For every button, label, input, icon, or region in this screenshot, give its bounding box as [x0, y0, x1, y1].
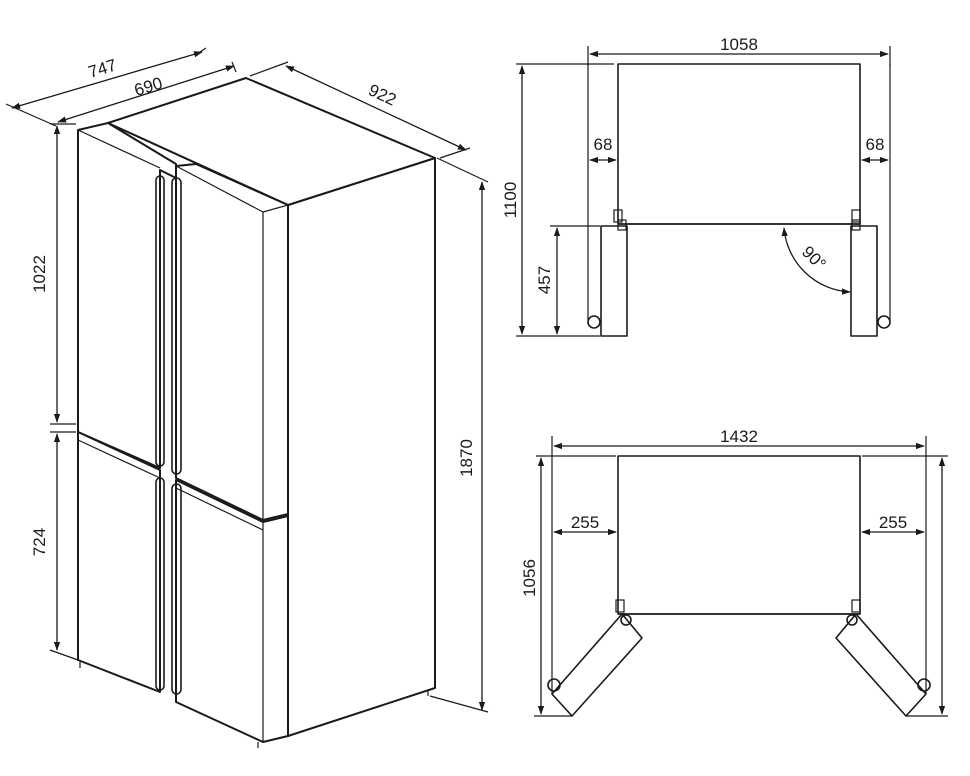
- fridge-side-panel: [287, 157, 436, 737]
- lower-right-door-handle: [171, 483, 182, 695]
- upper-left-door-handle: [155, 175, 165, 467]
- left-door-open: [551, 613, 643, 717]
- dimension-457: 457: [535, 225, 600, 335]
- dimension-255-left: 255: [553, 513, 617, 536]
- angle-90-indicator: 90°: [781, 227, 851, 295]
- right-handle-circle-90: [877, 315, 891, 329]
- dimension-255-right: 255: [861, 513, 925, 536]
- dimension-68-right-label: 68: [866, 135, 885, 154]
- cabinet-top-open: [617, 455, 861, 615]
- dimension-255-right-label: 255: [879, 513, 907, 532]
- door-90-view: 1058 68 68 1100 457 90°: [501, 35, 891, 337]
- door-open-view: 1432 255 255 1056: [520, 427, 948, 717]
- dimension-690-label: 690: [132, 74, 165, 100]
- angle-90-label: 90°: [798, 242, 830, 274]
- dimension-724-label: 724: [30, 528, 49, 556]
- upper-right-door: [171, 163, 289, 521]
- dimension-1870: 1870: [429, 157, 489, 713]
- right-door-open: [835, 613, 927, 717]
- upper-right-door-handle: [171, 177, 182, 475]
- dimension-1432: 1432: [551, 427, 927, 456]
- dimension-1100-label: 1100: [501, 182, 520, 219]
- dimension-68-right: 68: [861, 135, 889, 164]
- left-handle-circle-90: [587, 315, 601, 329]
- left-handle-circle-open: [547, 678, 561, 692]
- right-handle-circle-open: [917, 678, 931, 692]
- dimension-1870-label: 1870: [457, 439, 476, 477]
- cabinet-top-90: [617, 63, 861, 225]
- left-door-90: [600, 225, 628, 337]
- dimension-68-left-label: 68: [594, 135, 613, 154]
- dimension-1058-label: 1058: [720, 35, 758, 54]
- right-door-hinge-circle: [846, 614, 858, 626]
- left-door-hinge-circle: [620, 614, 632, 626]
- right-door-90: [850, 225, 878, 337]
- dimension-1022-label: 1022: [30, 255, 49, 293]
- dimension-457-label: 457: [535, 266, 554, 294]
- dimension-1432-label: 1432: [720, 427, 758, 446]
- lower-right-door: [171, 479, 289, 743]
- dimension-724: 724: [30, 431, 79, 661]
- dimension-1056: 1056: [520, 457, 948, 717]
- dimension-1022: 1022: [30, 123, 76, 425]
- dimension-68-left: 68: [589, 135, 617, 164]
- dimension-1056-label: 1056: [520, 559, 539, 597]
- upper-left-door: [77, 122, 177, 469]
- lower-left-door-handle: [155, 477, 165, 691]
- perspective-view: 747 690 922 1022 724: [5, 47, 489, 748]
- dimension-1100: 1100: [501, 63, 614, 337]
- dimension-1058: 1058: [587, 35, 891, 320]
- lower-left-door: [77, 431, 165, 693]
- dimension-255-left-label: 255: [571, 513, 599, 532]
